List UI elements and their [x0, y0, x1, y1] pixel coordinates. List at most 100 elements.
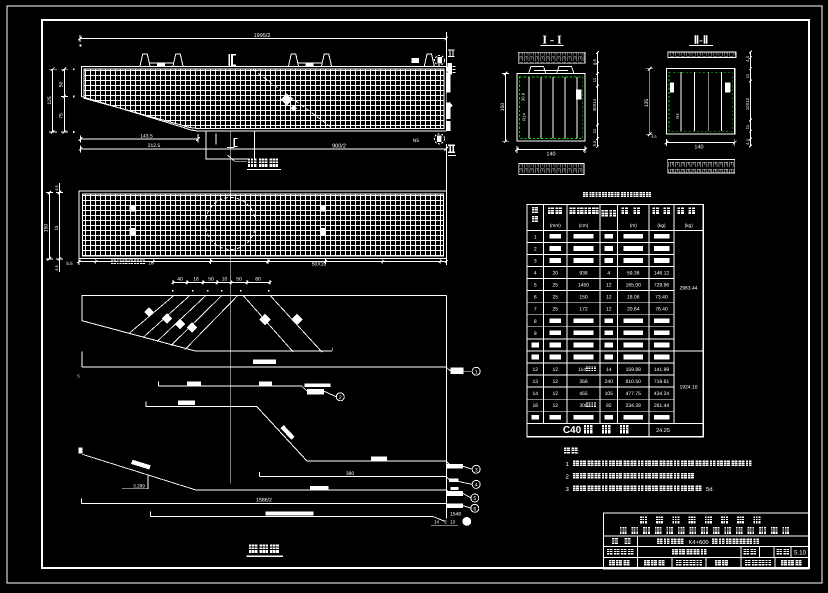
svg-text:25: 25 — [552, 307, 558, 313]
svg-text:50: 50 — [59, 82, 65, 88]
svg-text:3: 3 — [566, 486, 570, 493]
svg-text:30.9: 30.9 — [521, 92, 526, 101]
svg-text:13: 13 — [532, 379, 538, 385]
svg-text:165.00: 165.00 — [626, 283, 642, 289]
svg-text:4.5: 4.5 — [651, 135, 656, 139]
svg-text:5: 5 — [534, 283, 537, 289]
svg-text:59.36: 59.36 — [627, 271, 640, 277]
svg-text:105: 105 — [605, 391, 614, 397]
svg-text:(mm): (mm) — [550, 223, 562, 229]
svg-text:3: 3 — [475, 467, 478, 473]
svg-text:159.88: 159.88 — [626, 367, 642, 373]
svg-text:10X10: 10X10 — [745, 97, 750, 110]
svg-text:900/2: 900/2 — [332, 143, 346, 149]
svg-text:4.5: 4.5 — [54, 184, 59, 190]
svg-text:N5: N5 — [413, 138, 420, 144]
svg-text:143.5: 143.5 — [140, 134, 153, 140]
svg-text:5.10: 5.10 — [794, 549, 807, 556]
svg-text:I - I: I - I — [542, 33, 562, 47]
svg-text:12: 12 — [606, 283, 612, 289]
svg-text:R4: R4 — [675, 113, 680, 119]
svg-text:14: 14 — [434, 519, 440, 524]
svg-text::: : — [578, 450, 580, 456]
svg-text:14: 14 — [532, 391, 538, 397]
svg-text:150: 150 — [44, 224, 50, 233]
svg-text:356: 356 — [579, 379, 588, 385]
svg-text:25: 25 — [552, 283, 558, 289]
svg-text:1: 1 — [534, 234, 537, 240]
svg-text:261.44: 261.44 — [654, 403, 670, 409]
svg-text:1: 1 — [566, 461, 570, 468]
svg-text:5: 5 — [473, 496, 476, 502]
svg-text:73.40: 73.40 — [655, 295, 668, 301]
svg-text:12: 12 — [532, 367, 538, 373]
svg-text:12: 12 — [552, 391, 558, 397]
svg-text:20: 20 — [552, 271, 558, 277]
svg-text:50: 50 — [208, 276, 214, 282]
svg-text:455: 455 — [579, 391, 588, 397]
svg-text:146.12: 146.12 — [654, 271, 670, 277]
svg-text:50X10: 50X10 — [312, 261, 327, 267]
svg-text:5: 5 — [77, 374, 80, 379]
svg-text:5.5: 5.5 — [592, 58, 597, 64]
svg-text:810.50: 810.50 — [626, 379, 642, 385]
svg-text:3: 3 — [534, 258, 537, 264]
svg-text:76.40: 76.40 — [655, 307, 668, 313]
svg-text:12: 12 — [552, 403, 558, 409]
svg-text:K4+600: K4+600 — [689, 539, 709, 546]
svg-text:60: 60 — [255, 276, 261, 282]
svg-text:5.5: 5.5 — [66, 261, 73, 266]
svg-text:380: 380 — [346, 471, 355, 477]
svg-text:434.24: 434.24 — [654, 391, 670, 397]
svg-text:4.4: 4.4 — [745, 138, 750, 144]
svg-text:4.4: 4.4 — [745, 55, 750, 61]
svg-text:240: 240 — [605, 379, 614, 385]
svg-text:3.299: 3.299 — [133, 484, 145, 489]
svg-text:30X14: 30X14 — [592, 98, 597, 111]
svg-text:(cm): (cm) — [579, 223, 589, 229]
svg-text:300: 300 — [579, 403, 588, 409]
svg-text:5.5: 5.5 — [592, 140, 597, 146]
svg-text:11: 11 — [592, 128, 597, 133]
svg-text:(m): (m) — [630, 223, 638, 229]
svg-text:12: 12 — [552, 367, 558, 373]
svg-text:4: 4 — [607, 271, 610, 277]
svg-text:12: 12 — [606, 295, 612, 301]
svg-text:2: 2 — [534, 246, 537, 252]
svg-text:16: 16 — [532, 403, 538, 409]
svg-text:25: 25 — [552, 295, 558, 301]
svg-text:1142: 1142 — [578, 367, 589, 373]
svg-text:14: 14 — [606, 367, 612, 373]
svg-text:4: 4 — [475, 482, 478, 488]
svg-text:1995/2: 1995/2 — [254, 33, 271, 39]
svg-text:477.75: 477.75 — [626, 391, 642, 397]
svg-text:2963.44: 2963.44 — [679, 286, 697, 292]
svg-text:150: 150 — [579, 295, 588, 301]
svg-text:140: 140 — [546, 152, 555, 158]
svg-text:7: 7 — [534, 307, 537, 313]
svg-text:234.28: 234.28 — [626, 403, 642, 409]
svg-text:719.61: 719.61 — [654, 379, 670, 385]
svg-text:C40: C40 — [563, 425, 582, 436]
svg-text:4.5: 4.5 — [54, 264, 59, 270]
svg-text:92: 92 — [606, 403, 612, 409]
svg-text:12: 12 — [606, 307, 612, 313]
svg-text:11: 11 — [745, 73, 750, 78]
svg-text:729.96: 729.96 — [654, 283, 670, 289]
svg-text:Ⅱ-Ⅱ: Ⅱ-Ⅱ — [694, 35, 709, 47]
svg-text:18.06: 18.06 — [627, 295, 640, 301]
svg-text:1548: 1548 — [450, 511, 461, 517]
svg-text:172: 172 — [579, 307, 588, 313]
svg-text:24.25: 24.25 — [656, 428, 670, 434]
svg-text:2: 2 — [339, 395, 342, 401]
svg-text:12: 12 — [552, 379, 558, 385]
svg-text:2: 2 — [566, 474, 570, 481]
svg-text:R14: R14 — [522, 112, 527, 120]
svg-text:50: 50 — [236, 276, 242, 282]
svg-text:1450: 1450 — [578, 283, 589, 289]
svg-text:141.99: 141.99 — [654, 367, 670, 373]
svg-text:6: 6 — [473, 506, 476, 512]
svg-text:8: 8 — [534, 319, 537, 325]
svg-text:75: 75 — [59, 113, 65, 119]
svg-text:16: 16 — [193, 276, 199, 282]
